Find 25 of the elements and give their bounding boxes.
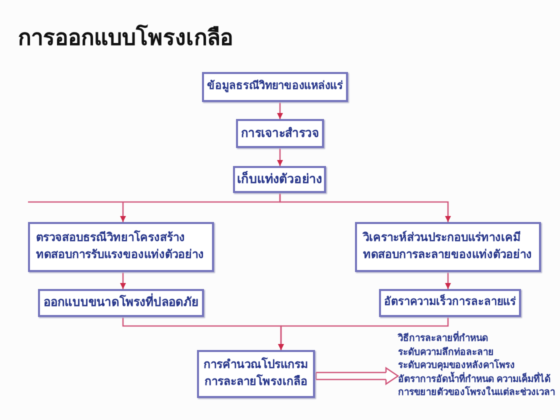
arrow <box>445 272 451 289</box>
arrow <box>279 193 451 222</box>
process-box <box>28 222 214 272</box>
title: การออกแบบโพรงเกลือ <box>18 24 233 52</box>
note-text: การขยายตัวของโพรงในแต่ละช่วงเวลา <box>398 387 555 400</box>
process-box: ข้อมูลธรณีวิทยาของแหล่งแร่ <box>202 72 348 102</box>
step-text: ทดสอบการละลายของแท่งตัวอย่าง <box>363 248 532 263</box>
note-text: วิธีการละลายที่กำหนด <box>398 333 488 346</box>
block-arrow <box>315 367 399 385</box>
note-text: ระดับควบคุมของหลังคาโพรง <box>398 360 515 372</box>
arrow <box>120 272 126 289</box>
process-box: อัตราความเร็วการละลายแร่ <box>379 289 521 317</box>
process-box <box>355 222 541 272</box>
process-box: เก็บแท่งตัวอย่าง <box>233 166 326 193</box>
process-box: ออกแบบขนาดโพรงที่ปลอดภัย <box>38 289 204 317</box>
step-text: วิเคราะห์ส่วนประกอบแร่ทางเคมี <box>363 230 521 246</box>
note-text: ระดับความลึกท่อละลาย <box>398 346 494 359</box>
process-box: การเจาะสำรวจ <box>236 119 324 148</box>
step-text: ตรวจสอบธรณีวิทยาโครงสร้าง <box>36 230 185 246</box>
step-text: ทดสอบการรับแรงของแท่งตัวอย่าง <box>36 248 204 263</box>
note-text: อัตราการอัดน้ำที่กำหนด ความเค็มที่ได้ <box>398 374 550 387</box>
arrow <box>277 102 283 119</box>
arrow <box>277 148 283 166</box>
arrow <box>278 317 449 350</box>
process-box: การคำนวณโปรแกรม การละลายโพรงเกลือ <box>197 350 315 398</box>
